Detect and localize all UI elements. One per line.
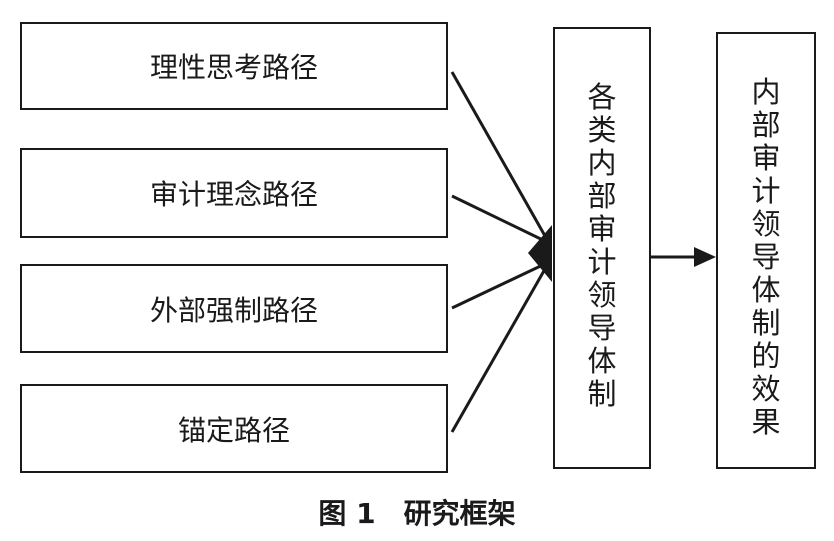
path-box-external-force: 外部强制路径 — [20, 264, 448, 353]
figure-caption: 图 1 研究框架 — [318, 497, 516, 530]
vertical-char: 领 — [587, 278, 617, 312]
vertical-char: 制 — [751, 306, 781, 340]
path-label: 外部强制路径 — [149, 293, 318, 327]
vertical-char: 导 — [587, 311, 617, 345]
path-label: 锚定路径 — [177, 413, 290, 447]
vertical-char: 的 — [751, 339, 781, 373]
leadership-effect-box: 内部审计领导体制的效果 — [716, 32, 816, 469]
vertical-char: 导 — [751, 240, 781, 274]
vertical-char: 计 — [751, 174, 781, 208]
connector-line-3 — [451, 260, 550, 310]
vertical-char: 内 — [751, 75, 781, 109]
vertical-char: 部 — [751, 108, 781, 142]
vertical-char: 审 — [587, 212, 617, 246]
vertical-char: 计 — [587, 245, 617, 279]
vertical-label: 各类内部审计领导体制 — [587, 81, 616, 467]
vertical-char: 各 — [587, 80, 617, 114]
vertical-label: 内部审计领导体制的效果 — [751, 76, 780, 467]
vertical-char: 部 — [587, 179, 617, 213]
vertical-char: 审 — [751, 141, 781, 175]
path-box-anchoring: 锚定路径 — [20, 384, 448, 473]
vertical-char: 体 — [751, 273, 781, 307]
connector-line-1 — [450, 71, 551, 244]
converge-arrowhead — [528, 225, 552, 282]
connector-line-4 — [450, 261, 551, 433]
vertical-char: 类 — [587, 113, 617, 147]
connector-line-2 — [451, 194, 550, 245]
vertical-char: 体 — [587, 344, 617, 378]
vertical-char: 制 — [587, 377, 617, 411]
path-box-audit-concept: 审计理念路径 — [20, 148, 448, 238]
vertical-char: 内 — [587, 146, 617, 180]
path-label: 审计理念路径 — [149, 178, 318, 211]
path-box-rational: 理性思考路径 — [20, 22, 448, 110]
vertical-char: 果 — [751, 405, 781, 439]
output-arrowhead — [694, 247, 716, 267]
leadership-systems-box: 各类内部审计领导体制 — [553, 27, 651, 469]
path-label: 理性思考路径 — [149, 51, 318, 84]
vertical-char: 领 — [751, 207, 781, 241]
vertical-char: 效 — [751, 372, 781, 406]
